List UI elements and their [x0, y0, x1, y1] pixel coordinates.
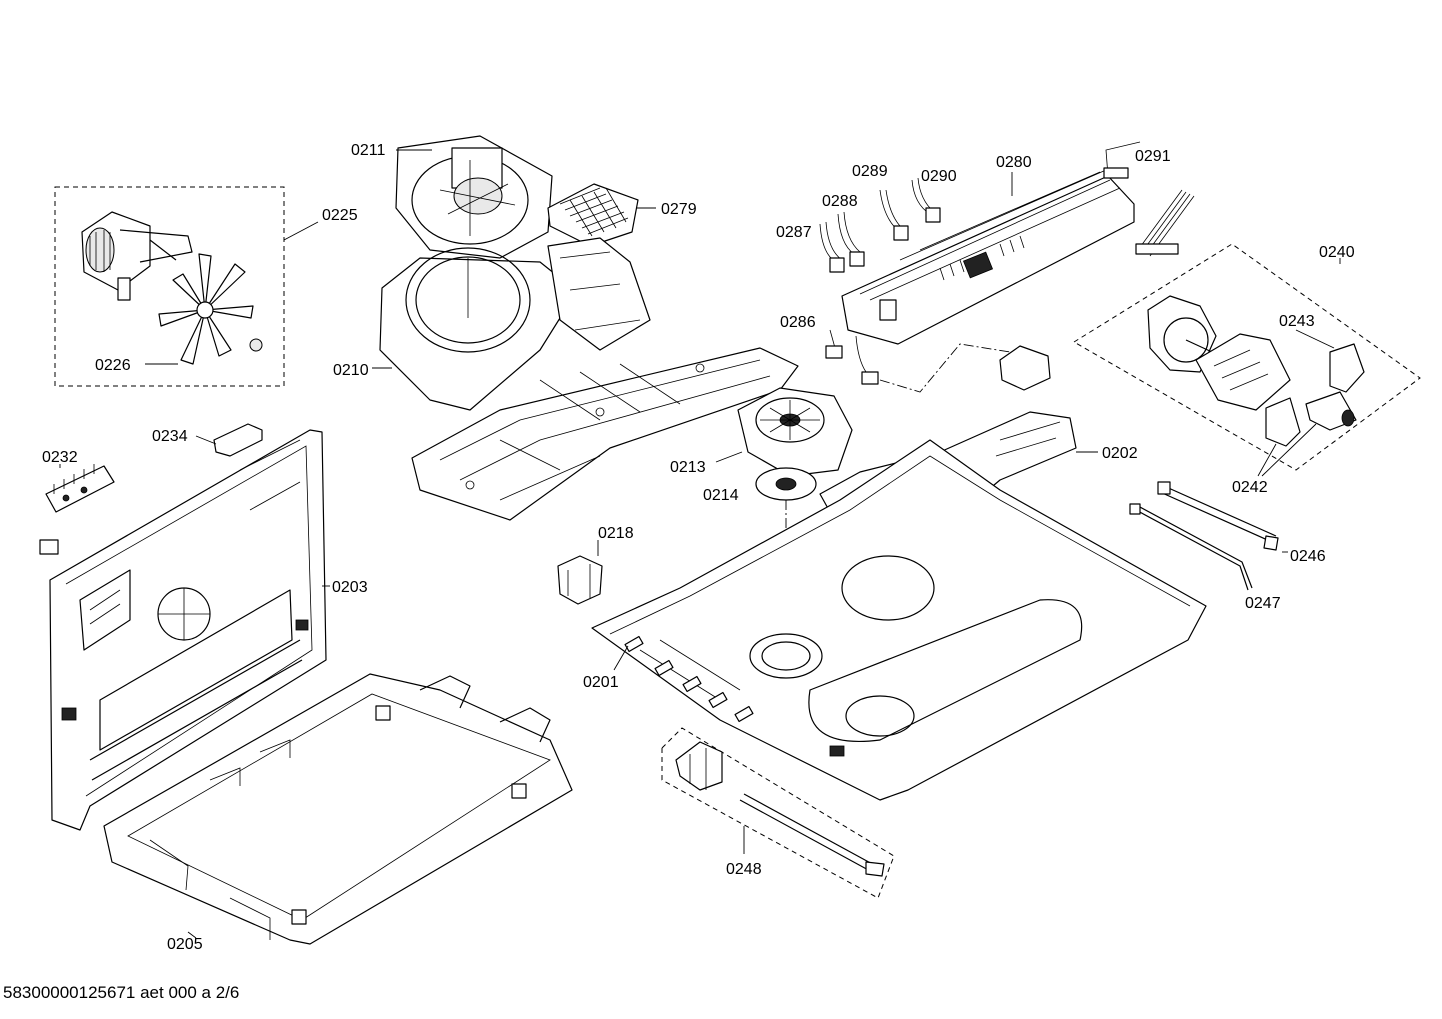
switch-group-0240 [1073, 243, 1421, 477]
fan-housing-frame-0210 [372, 237, 799, 521]
label-0248: 0248 [726, 861, 762, 878]
label-0226: 0226 [95, 357, 131, 374]
label-0247: 0247 [1245, 595, 1281, 612]
bracket-rail-group-0248 [661, 727, 895, 899]
label-0287: 0287 [776, 224, 812, 241]
label-0201: 0201 [583, 674, 619, 691]
label-0246: 0246 [1290, 548, 1326, 565]
label-0210: 0210 [333, 362, 369, 379]
label-0291: 0291 [1135, 148, 1171, 165]
label-0280: 0280 [996, 154, 1032, 171]
label-0288: 0288 [822, 193, 858, 210]
drawing-footer: 58300000125671 aet 000 a 2/6 [3, 983, 239, 1002]
label-0218: 0218 [598, 525, 634, 542]
label-0232: 0232 [42, 449, 78, 466]
control-module-0280 [819, 141, 1195, 393]
label-0225: 0225 [322, 207, 358, 224]
part-labels: 0211 0279 0225 0226 0210 0234 0232 0203 … [42, 142, 1355, 953]
label-0205: 0205 [167, 936, 203, 953]
base-plate-0201 [591, 439, 1207, 801]
label-0234: 0234 [152, 428, 188, 445]
motor-assembly-group-0225 [54, 186, 319, 387]
label-0240: 0240 [1319, 244, 1355, 261]
cover-grille-0279 [547, 183, 656, 247]
label-0289: 0289 [852, 163, 888, 180]
label-0290: 0290 [921, 168, 957, 185]
label-0203: 0203 [332, 579, 368, 596]
label-0243: 0243 [1279, 313, 1315, 330]
label-0211: 0211 [351, 142, 386, 159]
label-0279: 0279 [661, 201, 697, 218]
label-0213: 0213 [670, 459, 706, 476]
radial-fan-0213 [715, 387, 853, 477]
bottom-tray-0205 [103, 673, 573, 945]
bracket-0218 [557, 540, 603, 605]
label-0242: 0242 [1232, 479, 1268, 496]
fan-motor-0211 [395, 135, 553, 259]
label-0202: 0202 [1102, 445, 1138, 462]
connector-0234 [195, 423, 263, 457]
rear-wall-panel-0203 [49, 429, 330, 831]
rod-0247 [1129, 503, 1253, 591]
rod-0246 [1157, 481, 1288, 553]
fan-ring-0214 [755, 467, 817, 660]
terminal-block-0232 [39, 464, 115, 555]
label-0286: 0286 [780, 314, 816, 331]
label-0214: 0214 [703, 487, 739, 504]
